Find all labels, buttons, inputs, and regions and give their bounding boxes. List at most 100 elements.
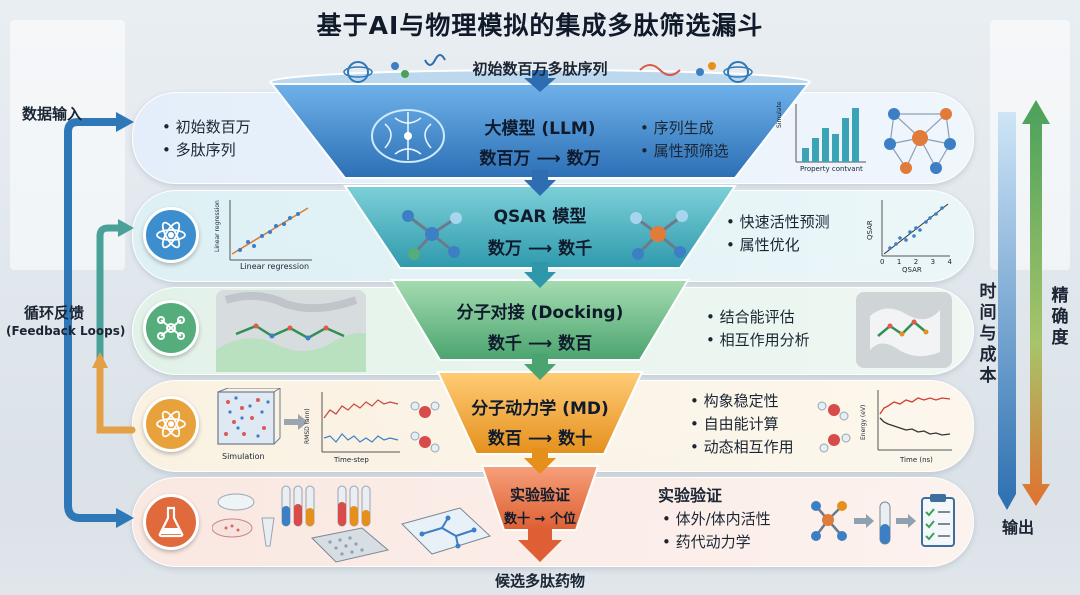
funnel-segment-docking <box>390 279 690 361</box>
docking-protein-surface <box>216 290 366 372</box>
water-molecule-icon <box>817 401 851 453</box>
md-function-bullet: 构象稳定性 <box>690 390 794 413</box>
network-icon <box>884 108 956 174</box>
llm-to-count: 数万 <box>566 149 601 169</box>
qsar-tick: 2 <box>913 258 919 266</box>
feedback-loop-label-en: (Feedback Loops) <box>6 324 126 338</box>
llm-chart-xlabel: Property contvant <box>800 165 863 173</box>
docking-function-bullets: 结合能评估 相互作用分析 <box>706 306 810 352</box>
reduction-arrow-icon: ⟶ <box>527 429 559 449</box>
time-cost-arrow <box>998 112 1016 510</box>
accuracy-label: 精确度 <box>1051 286 1069 348</box>
docking-function-bullet: 结合能评估 <box>706 306 810 329</box>
md-function-bullet: 自由能计算 <box>690 413 794 436</box>
docking-stage-reduction: 数千 ⟶ 数百 <box>440 329 640 354</box>
md-simulation-caption: Simulation <box>222 452 265 461</box>
llm-property-bar-chart <box>795 104 866 163</box>
qsar-chart-xlabel: QSAR <box>902 266 922 274</box>
llm-input-bullets: 初始数百万 多肽序列 <box>162 116 251 162</box>
flow-arrow-2 <box>524 170 556 196</box>
llm-function-bullet: 序列生成 <box>640 117 729 140</box>
experiment-from-count: 数十 <box>504 512 531 527</box>
diagram-title: 基于AI与物理模拟的集成多肽筛选漏斗 <box>316 11 764 40</box>
llm-function-bullet: 属性预筛选 <box>640 140 729 163</box>
lab-equipment-illustration <box>212 485 491 563</box>
qsar-function-bullet: 属性优化 <box>726 234 830 257</box>
qsar-tick: 4 <box>947 258 952 266</box>
md-energy-xlabel: Time (ns) <box>900 456 933 464</box>
reduction-arrow-icon: ⟶ <box>527 239 559 259</box>
qsar-to-count: 数千 <box>558 239 593 259</box>
md-energy-ylabel: Energy (eV) <box>860 404 867 440</box>
atom-icon <box>143 396 199 452</box>
md-rmsd-chart <box>321 392 400 453</box>
flow-arrows <box>518 70 562 562</box>
funnel-input-label: 初始数百万多肽序列 <box>472 60 608 78</box>
experiment-stage-name: 实验验证 <box>509 486 570 504</box>
llm-stage-reduction: 数百万 ⟶ 数万 <box>460 144 620 169</box>
funnel-segment-qsar <box>343 185 737 269</box>
qsar-tick: 3 <box>930 258 936 266</box>
reduction-arrow-icon: ⟶ <box>536 149 567 169</box>
qsar-tick: 0 <box>880 258 885 266</box>
md-from-count: 数百 <box>487 429 522 449</box>
docking-pocket-image <box>856 292 952 368</box>
simulation-box <box>217 388 281 445</box>
qsar-left-chart-ylabel: Linear regression <box>214 200 221 252</box>
docking-to-count: 数百 <box>558 334 593 354</box>
water-molecule-icon <box>410 401 440 453</box>
md-stage-name: 分子动力学 (MD) <box>471 399 609 419</box>
qsar-linear-regression-chart <box>229 200 312 261</box>
llm-input-bullet: 多肽序列 <box>162 139 251 162</box>
funnel-output-label: 候选多肽药物 <box>494 572 585 590</box>
md-rmsd-ylabel: RMSD (ann) <box>304 408 311 444</box>
experiment-function-bullet: 体外/体内活性 <box>662 508 771 531</box>
experiment-function-bullet: 药代动力学 <box>662 531 771 554</box>
llm-function-bullets: 序列生成 属性预筛选 <box>640 117 729 163</box>
qsar-stage-reduction: 数万 ⟶ 数千 <box>466 234 614 259</box>
llm-stage-name: 大模型 (LLM) <box>484 119 596 139</box>
llm-input-bullet: 初始数百万 <box>162 116 251 139</box>
flow-arrow-1 <box>524 70 556 92</box>
molecule-icon <box>630 210 688 260</box>
qsar-chart-ticks: 0 1 2 3 4 <box>880 258 952 266</box>
qsar-left-chart-xlabel: Linear regression <box>240 262 310 271</box>
experiment-to-count: 个位 <box>549 512 576 527</box>
atom-icon <box>143 207 199 263</box>
data-input-label: 数据输入 <box>22 105 83 123</box>
time-cost-label: 时间与成本 <box>979 282 997 386</box>
llm-chart-ylabel: Simulate <box>776 101 783 128</box>
docking-stage-name: 分子对接 (Docking) <box>456 303 624 323</box>
qsar-function-bullets: 快速活性预测 属性优化 <box>726 211 830 257</box>
qsar-tick: 1 <box>896 258 902 266</box>
flow-arrow-6 <box>518 528 562 562</box>
feedback-loop-label: 循环反馈 <box>24 304 85 322</box>
accuracy-arrow <box>1022 100 1050 506</box>
top-molecule-icons <box>343 54 753 83</box>
output-label: 输出 <box>1002 518 1035 537</box>
feedback-loop-arrow <box>96 224 124 434</box>
md-energy-chart <box>877 390 952 451</box>
md-function-bullet: 动态相互作用 <box>690 436 794 459</box>
experiment-function-bullets: 体外/体内活性 药代动力学 <box>662 508 771 554</box>
data-input-arrow <box>64 118 122 509</box>
qsar-chart-ylabel: QSAR <box>866 220 874 240</box>
brain-icon <box>371 109 445 163</box>
arrow-right-icon <box>284 414 308 430</box>
qsar-function-bullet: 快速活性预测 <box>726 211 830 234</box>
qsar-stage-name: QSAR 模型 <box>493 207 587 227</box>
funnel-segment-md <box>436 371 644 455</box>
experiment-panel-title: 实验验证 <box>658 486 723 505</box>
md-stage-reduction: 数百 ⟶ 数十 <box>460 424 620 449</box>
experiment-stage-reduction: 数十 → 个位 <box>480 508 600 527</box>
docking-function-bullet: 相互作用分析 <box>706 329 810 352</box>
qsar-from-count: 数万 <box>487 239 522 259</box>
reduction-arrow-icon: → <box>534 512 546 527</box>
qsar-scatter-chart <box>881 200 950 257</box>
reduction-arrow-icon: ⟶ <box>527 334 559 354</box>
flask-icon <box>143 494 199 550</box>
md-function-bullets: 构象稳定性 自由能计算 动态相互作用 <box>690 390 794 459</box>
molecule-icon <box>402 210 462 260</box>
molecular-network-icon <box>143 300 199 356</box>
